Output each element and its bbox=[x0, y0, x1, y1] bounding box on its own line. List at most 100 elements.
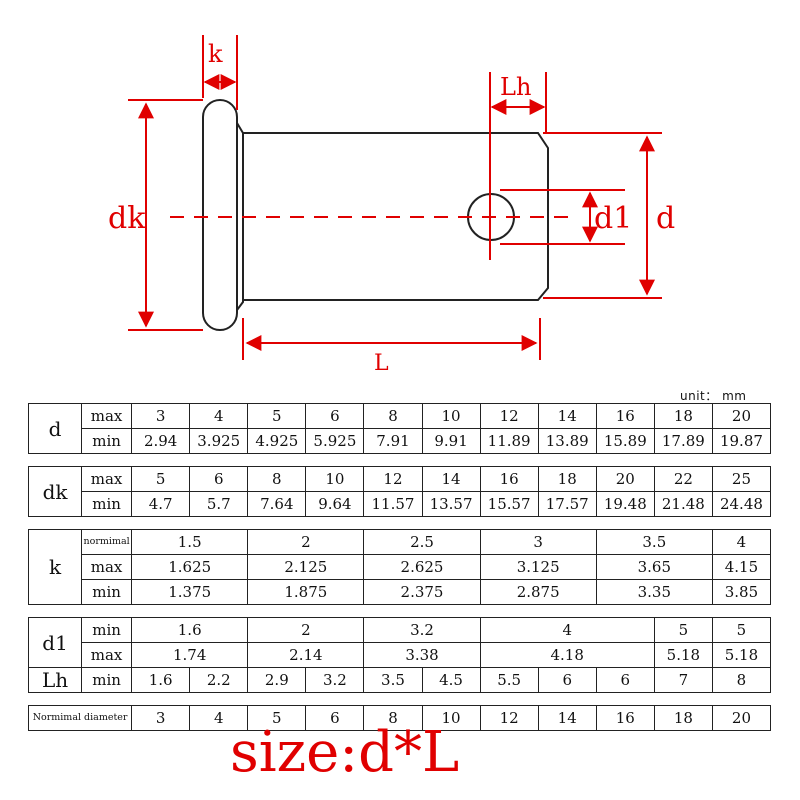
cell: 4.15 bbox=[711, 554, 772, 580]
cell: 8 bbox=[711, 667, 772, 693]
unit-label: unit： mm bbox=[680, 389, 747, 403]
cell: 16 bbox=[595, 403, 655, 429]
cell: 2.2 bbox=[189, 667, 249, 693]
cell: 5 bbox=[131, 466, 191, 492]
cell: 18 bbox=[653, 705, 713, 731]
cell: 4 bbox=[189, 705, 249, 731]
label-d: d bbox=[656, 201, 675, 236]
cell: 6 bbox=[305, 705, 365, 731]
cell: 2.125 bbox=[247, 554, 365, 580]
cell: 3.2 bbox=[363, 617, 481, 643]
cell: 25 bbox=[711, 466, 772, 492]
row-gap bbox=[28, 453, 771, 467]
cell: 17.57 bbox=[537, 491, 597, 517]
row-sublabel: max bbox=[81, 554, 133, 580]
cell: 7 bbox=[653, 667, 713, 693]
label-k: k bbox=[208, 40, 223, 68]
row-nominal-diameter: Normimal diameter 3 4 5 6 8 10 12 14 16 … bbox=[27, 705, 772, 731]
row-label-dk: dk bbox=[27, 466, 83, 517]
cell: 12 bbox=[479, 403, 539, 429]
cell: 2 bbox=[247, 529, 365, 555]
cell: 16 bbox=[595, 705, 655, 731]
cell: 3.2 bbox=[305, 667, 365, 693]
cell: 4 bbox=[189, 403, 249, 429]
row-gap bbox=[28, 516, 771, 530]
cell: 3 bbox=[131, 403, 191, 429]
row-label-d: d bbox=[27, 403, 83, 454]
cell: 4 bbox=[479, 617, 655, 643]
cell: 4.18 bbox=[479, 642, 655, 668]
cell: 12 bbox=[363, 466, 423, 492]
cell: 6 bbox=[189, 466, 249, 492]
cell: 12 bbox=[479, 705, 539, 731]
row-sublabel: max bbox=[81, 403, 133, 429]
cell: 1.375 bbox=[131, 579, 249, 605]
row-gap bbox=[28, 692, 771, 706]
cell: 5.18 bbox=[711, 642, 772, 668]
cell: 3 bbox=[479, 529, 597, 555]
dimension-table: d max 3 4 5 6 8 10 12 14 16 18 20 min 2.… bbox=[27, 403, 772, 731]
cell: 5 bbox=[711, 617, 772, 643]
cell: 19.87 bbox=[711, 428, 772, 454]
cell: 4.925 bbox=[247, 428, 307, 454]
cell: 15.89 bbox=[595, 428, 655, 454]
cell: 18 bbox=[537, 466, 597, 492]
row-d-min: min 2.94 3.925 4.925 5.925 7.91 9.91 11.… bbox=[29, 428, 772, 454]
label-d1: d1 bbox=[594, 201, 632, 236]
label-dk: dk bbox=[108, 201, 146, 236]
cell: 16 bbox=[479, 466, 539, 492]
cell: 14 bbox=[537, 403, 597, 429]
cell: 1.74 bbox=[131, 642, 249, 668]
cell: 19.48 bbox=[595, 491, 655, 517]
cell: 3 bbox=[131, 705, 191, 731]
row-sublabel: min bbox=[81, 667, 133, 693]
cell: 2 bbox=[247, 617, 365, 643]
row-sublabel: normimal bbox=[81, 529, 133, 555]
cell: 13.89 bbox=[537, 428, 597, 454]
dimension-lines bbox=[128, 35, 662, 360]
row-label-nominal-diameter: Normimal diameter bbox=[27, 705, 133, 731]
cell: 1.6 bbox=[131, 617, 249, 643]
cell: 3.65 bbox=[595, 554, 713, 580]
cell: 3.35 bbox=[595, 579, 713, 605]
row-label-d1: d1 bbox=[27, 617, 83, 668]
cell: 10 bbox=[421, 403, 481, 429]
cell: 5.925 bbox=[305, 428, 365, 454]
cell: 5 bbox=[247, 403, 307, 429]
cell: 13.57 bbox=[421, 491, 481, 517]
cell: 5.7 bbox=[189, 491, 249, 517]
cell: 11.89 bbox=[479, 428, 539, 454]
cell: 20 bbox=[711, 403, 772, 429]
row-sublabel: min bbox=[81, 491, 133, 517]
cell: 21.48 bbox=[653, 491, 713, 517]
cell: 14 bbox=[537, 705, 597, 731]
cell: 2.14 bbox=[247, 642, 365, 668]
cell: 3.125 bbox=[479, 554, 597, 580]
label-l: L bbox=[374, 351, 389, 376]
pin-outline bbox=[202, 99, 549, 331]
cell: 1.5 bbox=[131, 529, 249, 555]
cell: 22 bbox=[653, 466, 713, 492]
cell: 2.5 bbox=[363, 529, 481, 555]
row-sublabel: min bbox=[81, 617, 133, 643]
cell: 5 bbox=[247, 705, 307, 731]
cell: 4 bbox=[711, 529, 772, 555]
clevis-pin-drawing: k Lh dk d1 d L bbox=[108, 35, 675, 376]
cell: 2.94 bbox=[131, 428, 191, 454]
cell: 9.64 bbox=[305, 491, 365, 517]
pin-head bbox=[202, 99, 238, 331]
cell: 5.5 bbox=[479, 667, 539, 693]
row-k-max: max 1.625 2.125 2.625 3.125 3.65 4.15 bbox=[29, 554, 772, 580]
row-d1-max: max 1.74 2.14 3.38 4.18 5.18 5.18 bbox=[29, 642, 772, 668]
row-sublabel: min bbox=[81, 428, 133, 454]
cell: 9.91 bbox=[421, 428, 481, 454]
cell: 3.85 bbox=[711, 579, 772, 605]
cell: 3.38 bbox=[363, 642, 481, 668]
row-k-nominal: k normimal 1.5 2 2.5 3 3.5 4 bbox=[27, 529, 772, 605]
cell: 10 bbox=[305, 466, 365, 492]
cell: 20 bbox=[711, 705, 772, 731]
row-sublabel: max bbox=[81, 642, 133, 668]
cell: 17.89 bbox=[653, 428, 713, 454]
cell: 1.875 bbox=[247, 579, 365, 605]
size-caption: size:d*L bbox=[230, 720, 460, 785]
